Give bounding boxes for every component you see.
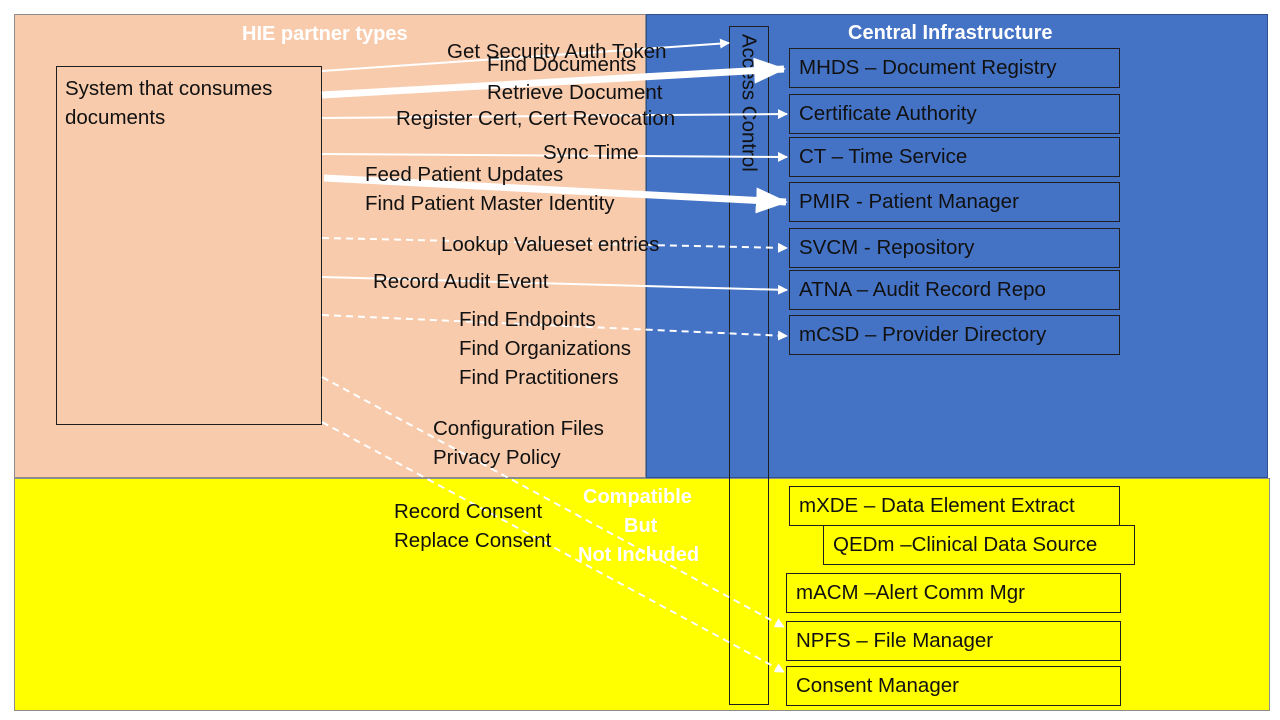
- central-infrastructure-title: Central Infrastructure: [848, 22, 1053, 44]
- label-find-documents: Find Documents: [487, 53, 637, 76]
- arrow-valueset: [321, 237, 788, 253]
- label-register-cert: Register Cert, Cert Revocation: [396, 107, 676, 130]
- component-qedm: QEDm –Clinical Data Source: [823, 525, 1135, 565]
- label-find-practitioners: Find Practitioners: [459, 366, 619, 389]
- arrow-sync-time: [321, 151, 788, 162]
- label-find-patient-identity: Find Patient Master Identity: [365, 192, 615, 215]
- compatible-title-line-2: But: [624, 515, 658, 537]
- access-control-bar: [729, 26, 769, 705]
- component-pmir: PMIR - Patient Manager: [789, 182, 1120, 222]
- compatible-title-line-3: Not Included: [578, 544, 700, 566]
- label-replace-consent: Replace Consent: [394, 529, 552, 552]
- arrow-audit: [321, 276, 788, 295]
- arrow-security-token: [321, 38, 730, 72]
- label-lookup-valueset: Lookup Valueset entries: [441, 233, 660, 256]
- label-find-endpoints: Find Endpoints: [459, 308, 596, 331]
- consumer-system-box: System that consumes documents: [56, 66, 322, 425]
- arrow-find-documents: [321, 57, 786, 99]
- component-npfs: NPFS – File Manager: [786, 621, 1121, 661]
- component-certificate-authority: Certificate Authority: [789, 94, 1120, 134]
- label-record-consent: Record Consent: [394, 500, 543, 523]
- label-configuration-files: Configuration Files: [433, 417, 604, 440]
- hie-partner-title: HIE partner types: [242, 23, 408, 45]
- component-macm: mACM –Alert Comm Mgr: [786, 573, 1121, 613]
- label-privacy-policy: Privacy Policy: [433, 446, 561, 469]
- arrow-patient-manager: [323, 174, 788, 214]
- component-mhds: MHDS – Document Registry: [789, 48, 1120, 88]
- component-consent-manager: Consent Manager: [786, 666, 1121, 706]
- component-ct-time-service: CT – Time Service: [789, 137, 1120, 177]
- compatible-title-line-1: Compatible: [583, 486, 692, 508]
- central-infrastructure-region: [646, 14, 1268, 478]
- arrow-file-manager: [321, 376, 785, 628]
- label-retrieve-document: Retrieve Document: [487, 81, 663, 104]
- component-mcsd: mCSD – Provider Directory: [789, 315, 1120, 355]
- arrow-provider-directory: [321, 314, 788, 341]
- label-feed-patient-updates: Feed Patient Updates: [365, 163, 564, 186]
- component-atna: ATNA – Audit Record Repo: [789, 270, 1120, 310]
- label-sync-time: Sync Time: [543, 141, 639, 164]
- component-svcm: SVCM - Repository: [789, 228, 1120, 268]
- label-record-audit: Record Audit Event: [373, 270, 549, 293]
- arrow-consent-manager: [321, 421, 785, 673]
- label-find-organizations: Find Organizations: [459, 337, 632, 360]
- label-get-security-token: Get Security Auth Token: [447, 40, 667, 63]
- arrow-register-cert: [321, 109, 788, 120]
